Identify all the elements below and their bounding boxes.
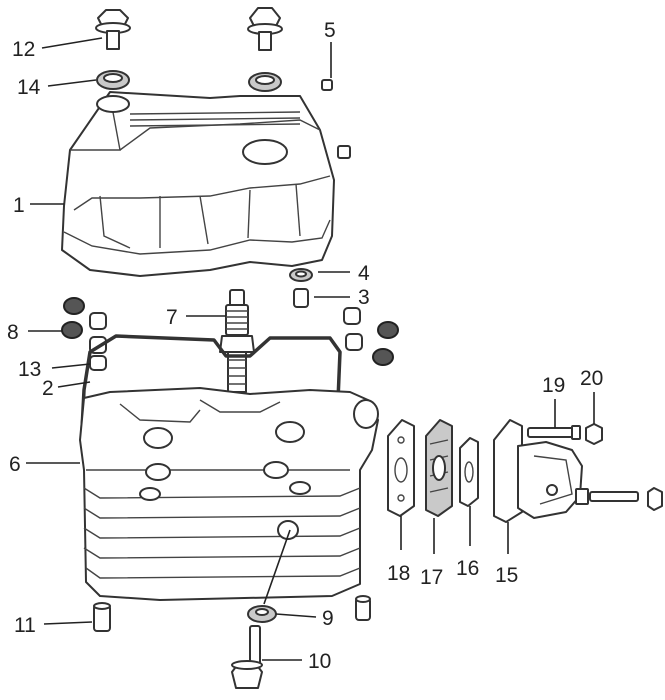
- callout-1: 1: [13, 194, 25, 217]
- callout-17: 17: [420, 566, 443, 589]
- part-15-intake-manifold: [493, 419, 583, 523]
- part-14-washer-right: [248, 72, 282, 92]
- callout-20: 20: [580, 367, 603, 390]
- part-12-bolt-left: [95, 9, 131, 50]
- part-7-spark-plug: [219, 289, 255, 393]
- leader-lines: [26, 37, 595, 661]
- part-13-bushings-left: [89, 312, 107, 371]
- callout-11: 11: [14, 614, 36, 637]
- part-9-washer: [247, 605, 277, 623]
- part-1-valve-cover: [61, 91, 335, 277]
- part-19-bolt-lower: [575, 488, 639, 505]
- part-6-cylinder-head: [79, 387, 379, 601]
- part-20-nut-upper: [585, 423, 603, 445]
- part-11-dowel-right: [355, 595, 371, 621]
- part-20-nut-lower: [647, 487, 663, 511]
- callout-2: 2: [42, 377, 54, 400]
- part-5-dowel-pin-side: [337, 145, 351, 159]
- callout-18: 18: [387, 562, 410, 585]
- part-13-bushings-right: [343, 307, 363, 351]
- part-3-sleeve: [293, 288, 309, 308]
- callout-labels: 12 14 5 1 4 3 7 8 13 2 6 19 20 18 17 16 …: [7, 19, 603, 673]
- part-5-dowel-pin-top: [321, 79, 333, 91]
- callout-10: 10: [308, 650, 331, 673]
- leader-11: [43, 621, 93, 625]
- leader-14: [47, 79, 97, 87]
- leader-9-axis: [263, 529, 291, 605]
- part-17-insulator: [425, 419, 453, 517]
- leader-2: [57, 381, 91, 388]
- part-11-dowel: [93, 602, 111, 632]
- part-8-valve-seals-left: [61, 297, 85, 339]
- callout-5: 5: [324, 19, 336, 42]
- part-19-bolt-upper: [527, 425, 581, 440]
- callout-15: 15: [495, 564, 518, 587]
- callout-13: 13: [18, 358, 41, 381]
- part-4-washer: [289, 268, 313, 282]
- part-10-bolt: [231, 625, 263, 689]
- callout-8: 8: [7, 321, 19, 344]
- callout-14: 14: [17, 76, 41, 99]
- part-12-bolt-right: [247, 7, 283, 51]
- callout-16: 16: [456, 557, 479, 580]
- callout-12: 12: [12, 38, 35, 61]
- callout-4: 4: [358, 262, 370, 285]
- callout-6: 6: [9, 453, 21, 476]
- callout-7: 7: [166, 306, 178, 329]
- part-18-gasket: [387, 419, 415, 517]
- leader-12: [41, 37, 103, 49]
- part-14-washer-left: [96, 70, 130, 90]
- leader-9: [275, 613, 317, 618]
- part-16-gasket: [459, 437, 479, 507]
- part-8-valve-seals-right: [372, 321, 399, 366]
- callout-9: 9: [322, 607, 334, 630]
- callout-19: 19: [542, 374, 565, 397]
- leader-13: [51, 363, 91, 369]
- callout-3: 3: [358, 286, 370, 309]
